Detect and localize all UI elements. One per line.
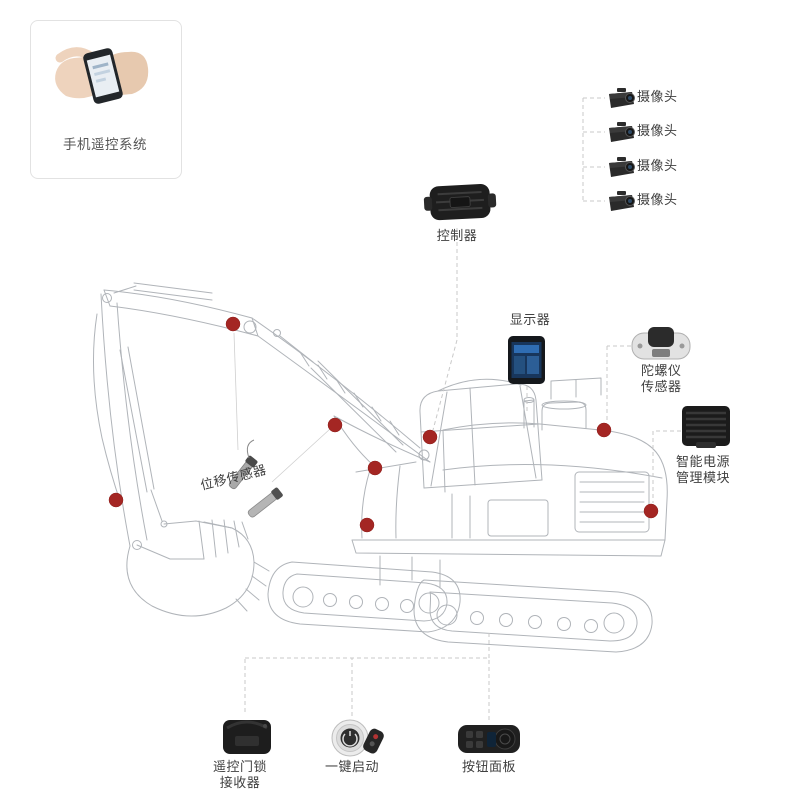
door-lock-label-line2: 接收器 [219, 776, 261, 791]
hotspot-stick [108, 492, 124, 508]
door-lock-image [223, 720, 271, 754]
key-fob-image [363, 728, 384, 754]
phone-system-panel [30, 20, 182, 179]
hotspot-swing [359, 517, 375, 533]
component-images [55, 47, 730, 757]
power-module-connector [652, 430, 681, 503]
camera-icon-1 [609, 88, 635, 108]
power-module-label-line2: 管理模块 [676, 471, 731, 486]
gyro-label-line2: 传感器 [641, 380, 682, 395]
hotspot-engine [596, 422, 612, 438]
display-label: 显示器 [509, 313, 551, 328]
power-module-image [682, 406, 730, 448]
displacement-sensor-image [228, 439, 283, 518]
power-module-label-line1: 智能电源 [676, 455, 731, 470]
camera-label-3: 摄像头 [637, 159, 678, 174]
excavator-sketch [92, 282, 668, 653]
phone-hands-image [55, 47, 149, 104]
start-button-label: 一键启动 [324, 760, 379, 775]
hotspot-counterweight [643, 503, 659, 519]
hotspot-boom-mid [327, 417, 343, 433]
bottom-connector [244, 630, 490, 720]
controller-label: 控制器 [436, 229, 478, 244]
hotspot-dots [108, 316, 659, 533]
hotspot-boom-foot [422, 429, 438, 445]
start-button-image [331, 719, 369, 757]
gyro-label-line1: 陀螺仪 [641, 364, 682, 379]
button-panel-image [458, 725, 520, 753]
button-panel-label: 按钮面板 [461, 760, 516, 775]
phone-system-label: 手机遥控系统 [63, 137, 147, 153]
camera-label-4: 摄像头 [637, 193, 678, 208]
leader-lines [233, 332, 331, 483]
display-image [508, 336, 545, 384]
gyro-connector [606, 345, 631, 422]
camera-label-1: 摄像头 [637, 90, 678, 105]
controller-connector [432, 228, 458, 431]
camera-label-2: 摄像头 [637, 124, 678, 139]
door-lock-label-line1: 遥控门锁 [212, 760, 267, 775]
hotspot-arm-base [367, 460, 383, 476]
gyro-sensor-image [631, 327, 691, 360]
camera-icon-2 [609, 122, 635, 142]
controller-image [423, 183, 497, 221]
camera-icon-4 [609, 191, 635, 211]
camera-connector [582, 97, 605, 202]
camera-icon-3 [609, 157, 635, 177]
connector-lines [244, 97, 681, 720]
hotspot-boom-top [225, 316, 241, 332]
